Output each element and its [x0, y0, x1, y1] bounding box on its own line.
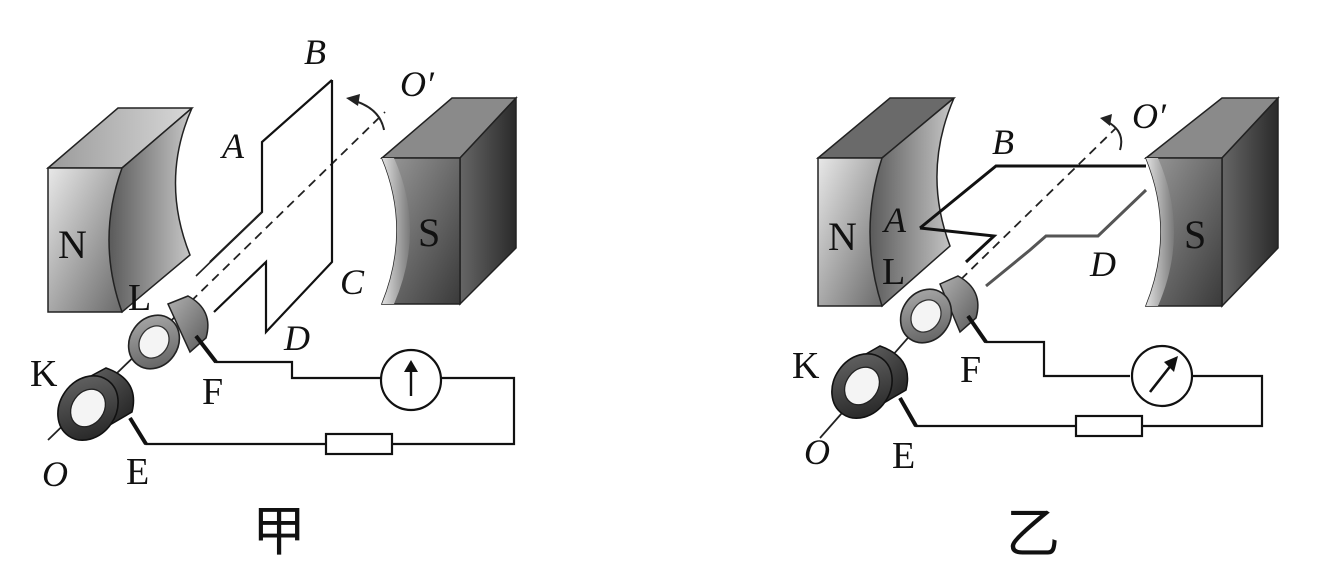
label-f-right: F: [960, 349, 981, 391]
n-pole-label: N: [58, 222, 87, 267]
ring-l-label: L: [128, 277, 151, 319]
resistor-left: [324, 432, 394, 456]
slip-ring-k: K: [30, 353, 135, 441]
n-pole-label-right: N: [828, 214, 857, 259]
label-d-right: D: [1089, 244, 1116, 284]
s-pole-label: S: [418, 210, 440, 255]
ring-l-label-right: L: [882, 251, 905, 293]
slip-ring-k-right: K: [792, 345, 909, 419]
s-magnet-left: S: [379, 96, 518, 306]
slip-ring-l: L: [127, 277, 209, 370]
coil-abcd-left: [209, 79, 334, 335]
label-o-prime-right: O′: [1132, 96, 1167, 136]
galvanometer-right: [1130, 344, 1194, 408]
coil-abd-right: [919, 164, 1148, 288]
label-o-prime-left: O′: [400, 64, 435, 104]
label-e-right: E: [892, 435, 915, 477]
caption-left: 甲: [252, 500, 306, 563]
rotation-axis: [179, 111, 386, 313]
label-o-left: O: [42, 454, 68, 494]
ring-k-label-right: K: [792, 345, 820, 387]
ammeter-left: [379, 348, 443, 412]
s-pole-label-right: S: [1184, 212, 1206, 257]
label-b-left: B: [304, 32, 326, 72]
diagram-left: N S L: [30, 32, 518, 563]
s-magnet-right: S: [1143, 96, 1280, 308]
label-d-left: D: [283, 318, 310, 358]
rotation-axis-right: [949, 127, 1117, 291]
label-a-left: A: [220, 126, 245, 166]
label-b-right: B: [992, 122, 1014, 162]
ring-k-label: K: [30, 353, 58, 395]
brush-e-wire: [129, 417, 326, 446]
n-magnet-left: N: [45, 107, 195, 314]
resistor-right: [1074, 414, 1144, 438]
label-e-left: E: [126, 451, 149, 493]
label-c-left: C: [340, 262, 365, 302]
label-f-left: F: [202, 371, 223, 413]
n-magnet-right: N: [815, 97, 957, 308]
caption-right: 乙: [1006, 502, 1060, 565]
diagram-right: N S L: [792, 96, 1280, 565]
slip-ring-l-right: L: [882, 251, 979, 344]
label-a-right: A: [882, 200, 907, 240]
label-o-right: O: [804, 432, 830, 472]
